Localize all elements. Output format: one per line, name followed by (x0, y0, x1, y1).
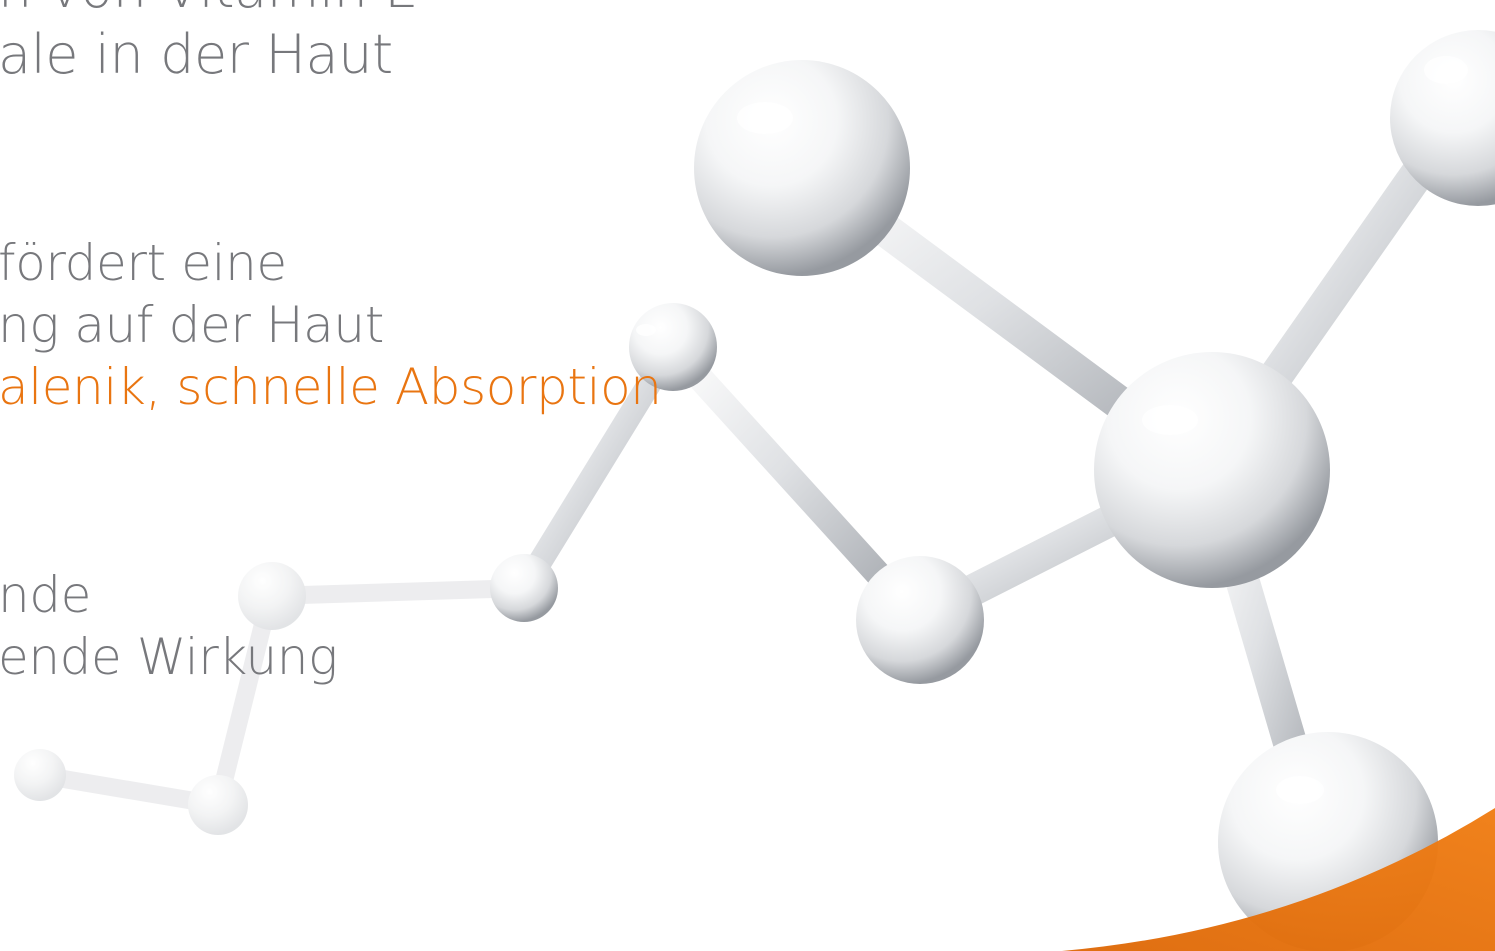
text-line-4: ng auf der Haut (0, 296, 384, 354)
orange-corner-wedge (1062, 808, 1495, 951)
glass-molecule-model (490, 30, 1495, 951)
text-line-2: ale in der Haut (0, 23, 393, 86)
text-line-1: n von Vitamin E (0, 0, 418, 16)
text-line-7: ende Wirkung (0, 628, 338, 686)
faded-molecule-chain (14, 562, 533, 835)
text-line-5: alenik, schnelle Absorption (0, 358, 662, 416)
text-line-6: nde (0, 566, 91, 624)
text-line-3: fördert eine (0, 234, 287, 292)
